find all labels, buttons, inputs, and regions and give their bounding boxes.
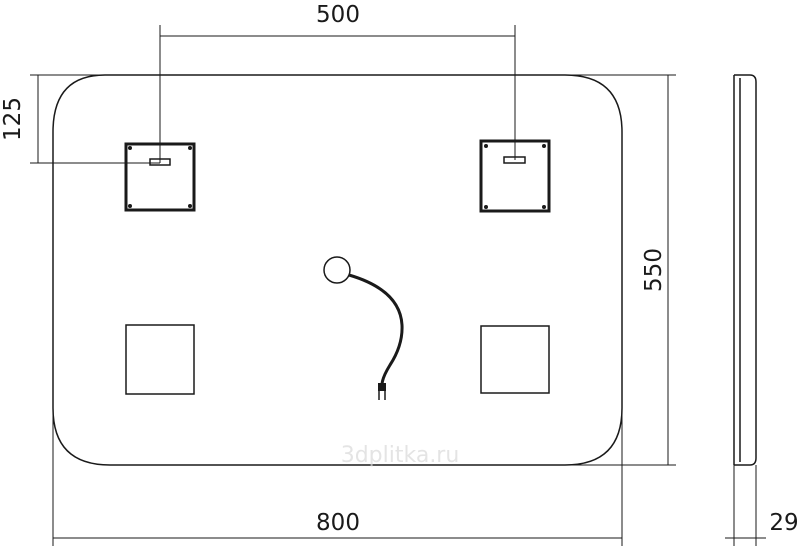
watermark-text: 3dplitka.ru: [341, 443, 460, 468]
mirror-outline: [52, 74, 623, 466]
dimension-550: [565, 74, 676, 466]
label-550: 550: [641, 248, 667, 292]
sensor-with-cable: [323, 256, 404, 400]
label-29: 29: [769, 510, 798, 536]
label-125: 125: [0, 97, 26, 141]
dimension-125: [30, 74, 160, 164]
mount-pad-bottom-left: [125, 324, 195, 395]
mirror-side-profile: [725, 74, 766, 546]
label-800: 800: [316, 510, 360, 536]
label-500: 500: [316, 2, 360, 28]
mount-pad-bottom-right: [480, 325, 550, 394]
dimension-800: [52, 408, 623, 546]
dimension-500: [159, 25, 516, 163]
